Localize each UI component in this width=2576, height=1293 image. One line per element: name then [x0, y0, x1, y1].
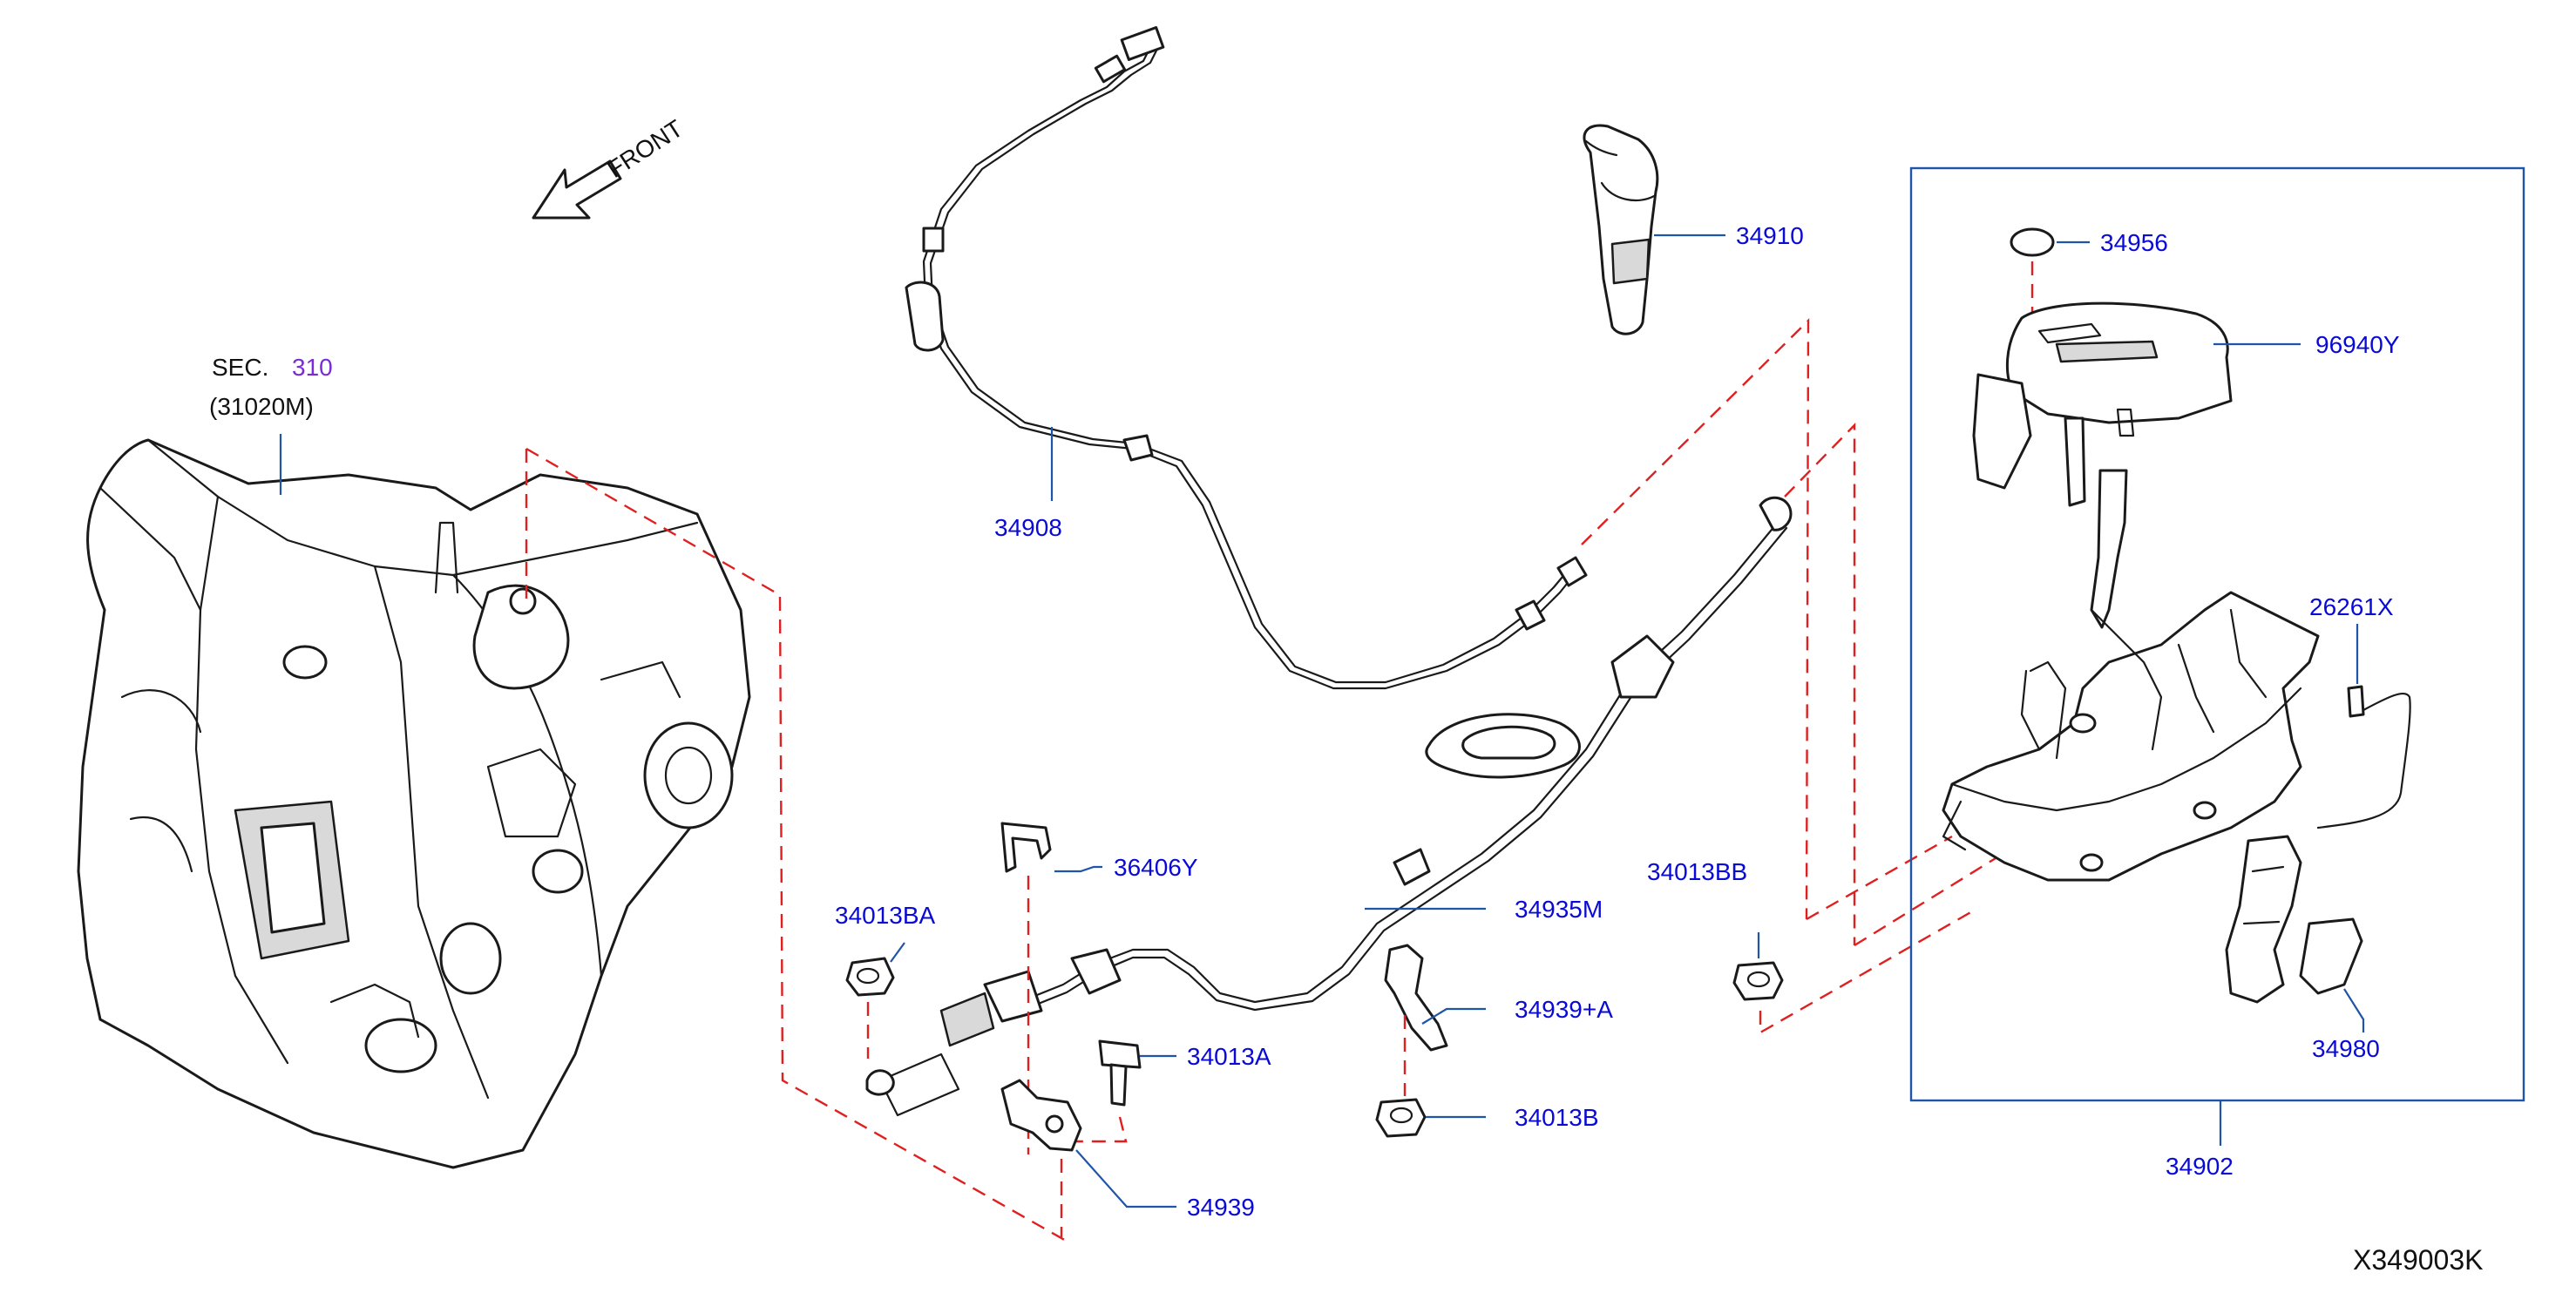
shifter-body [1942, 469, 2320, 882]
transmission-assembly [77, 438, 751, 1169]
leader-34939 [1075, 1149, 1176, 1208]
callout-36406Y: 36406Y [1114, 854, 1198, 881]
callout-34013BB: 34013BB [1647, 858, 1747, 885]
nut-34013BB [1732, 961, 1784, 1001]
cap-34956 [2010, 227, 2055, 257]
callout-34956: 34956 [2100, 229, 2168, 256]
indicator-96940Y [1972, 301, 2233, 507]
callout-34910: 34910 [1736, 222, 1804, 249]
leader-34939A [1421, 1007, 1486, 1025]
callout-34902: 34902 [2166, 1153, 2234, 1180]
callout-34935M: 34935M [1515, 896, 1603, 923]
bracket-34939 [1000, 1079, 1082, 1152]
front-arrow-icon [532, 159, 622, 220]
callout-34013BA: 34013BA [835, 902, 936, 929]
callout-26261X: 26261X [2309, 593, 2394, 620]
shift-knob-34910 [1583, 124, 1659, 335]
callout-34980: 34980 [2312, 1035, 2380, 1062]
control-cable-34935M [865, 496, 1793, 1117]
sensor-26261X [2316, 685, 2411, 829]
callout-34908: 34908 [994, 514, 1062, 541]
leader-34980 [2343, 988, 2365, 1032]
section-prefix: SEC. [212, 354, 268, 381]
section-ref: (31020M) [209, 393, 314, 420]
callout-34013A: 34013A [1187, 1043, 1271, 1070]
front-direction-label: FRONT [602, 115, 688, 184]
callout-34013B: 34013B [1515, 1104, 1599, 1131]
drawing-code: X349003K [2353, 1244, 2483, 1276]
bolt-34013A [1098, 1039, 1142, 1107]
leader-36406Y [1054, 865, 1102, 873]
callout-34939: 34939 [1187, 1194, 1255, 1221]
clip-36406Y [1000, 822, 1052, 873]
section-number: 310 [292, 354, 333, 381]
assembly-34902-box [1909, 166, 2525, 1102]
shift-cable-34908 [905, 26, 1588, 690]
callout-34939A: 34939+A [1515, 996, 1613, 1023]
nut-34013BA [845, 957, 895, 997]
actuator-34980 [2225, 835, 2363, 1004]
nut-34013B [1375, 1098, 1427, 1138]
bracket-34939A [1384, 944, 1448, 1052]
leader-34013BA [890, 942, 905, 963]
callout-96940Y: 96940Y [2315, 331, 2400, 358]
